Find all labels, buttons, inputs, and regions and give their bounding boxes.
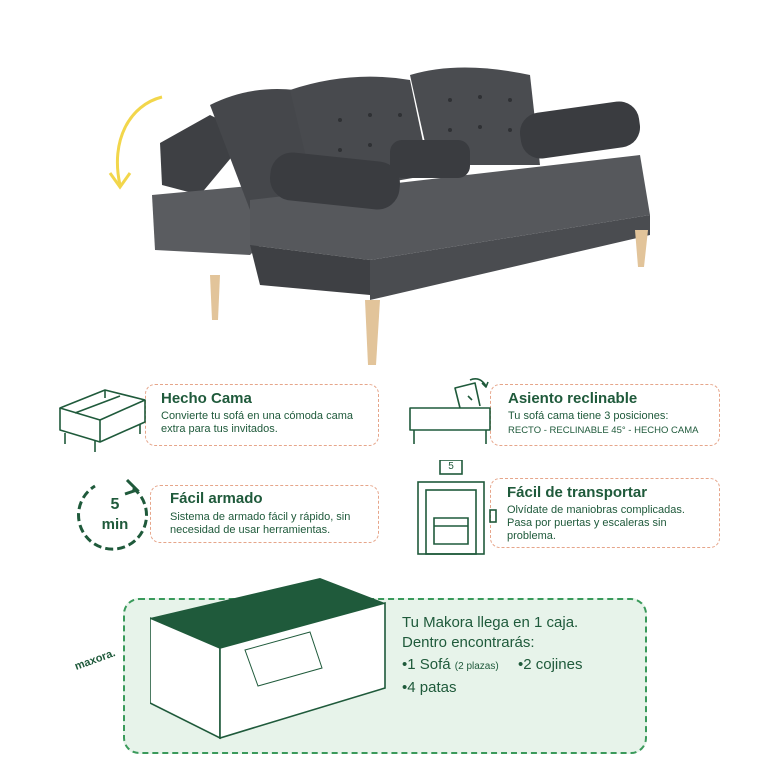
- box-item-cojines: •2 cojines: [518, 656, 583, 673]
- timer-unit: min: [101, 516, 129, 533]
- feature-description: Sistema de armado fácil y rápido, sin: [170, 511, 351, 523]
- feature-hecho-cama: Hecho Cama Convierte tu sofá en una cómo…: [45, 378, 385, 458]
- feature-description: Pasa por puertas y escaleras sin: [507, 517, 667, 529]
- feature-title: Hecho Cama: [161, 390, 252, 407]
- timer-icon: [77, 478, 148, 551]
- feature-description: Olvídate de maniobras complicadas.: [507, 504, 685, 516]
- feature-description: Convierte tu sofá en una cómoda cama: [161, 410, 354, 422]
- box-info-line: Dentro encontrarás:: [402, 634, 535, 651]
- feature-description: problema.: [507, 530, 556, 542]
- box-brand: maxora.: [73, 647, 117, 673]
- feature-frame: [150, 485, 379, 543]
- elevator-icon: [417, 460, 497, 555]
- reclining-sofa-icon: [409, 378, 491, 444]
- floor-number: 5: [448, 461, 454, 472]
- sofa-bed-icon: [59, 389, 146, 452]
- timer-value: 5: [110, 496, 120, 513]
- box-item-patas: •4 patas: [402, 679, 457, 696]
- box-info-line: Tu Makora llega en 1 caja.: [402, 614, 579, 631]
- feature-facil-transportar: 5 Fácil de transportar Olvídate de manio…: [410, 460, 730, 560]
- feature-title: Fácil de transportar: [507, 484, 648, 501]
- feature-asiento-reclinable: Asiento reclinable Tu sofá cama tiene 3 …: [400, 378, 730, 458]
- feature-title: Asiento reclinable: [508, 390, 638, 407]
- feature-description: necesidad de usar herramientas.: [170, 524, 331, 536]
- box-item-sofa: •1 Sofá (2 plazas): [402, 656, 499, 673]
- box-item-label: •1 Sofá: [402, 656, 451, 673]
- feature-positions: RECTO - RECLINABLE 45° - HECHO CAMA: [508, 425, 699, 436]
- feature-facil-armado: 5 min Fácil armado Sistema de armado fác…: [75, 470, 385, 560]
- recline-arrow-icon: [115, 95, 163, 186]
- box-item-note: (2 plazas): [454, 661, 499, 672]
- feature-description: extra para tus invitados.: [161, 423, 278, 435]
- sofa-illustration: [100, 45, 680, 375]
- feature-description: Tu sofá cama tiene 3 posiciones:: [508, 410, 669, 422]
- shipping-box-icon: [150, 578, 386, 740]
- feature-title: Fácil armado: [170, 490, 263, 507]
